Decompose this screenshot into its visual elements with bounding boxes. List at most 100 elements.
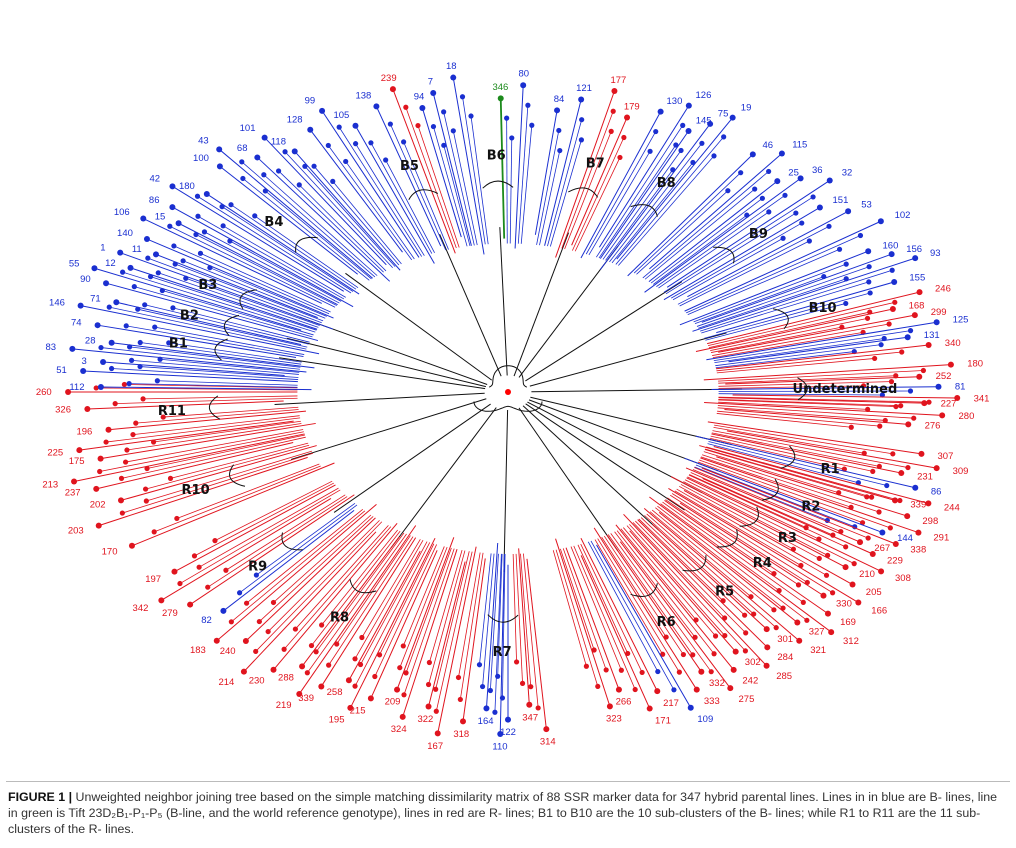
leaf-label: 210 [859, 569, 875, 580]
leaf-branch [655, 507, 784, 609]
inner-branch [333, 403, 491, 513]
leaf-node [692, 634, 698, 640]
leaf-label: 82 [201, 615, 212, 626]
leaf-branch [204, 231, 340, 304]
leaf-branch [694, 276, 824, 325]
leaf-branch [321, 529, 398, 626]
leaf-node [154, 378, 160, 384]
leaf-node [606, 703, 613, 710]
inner-branch [499, 227, 508, 376]
leaf-node [216, 163, 223, 170]
inner-branch [529, 332, 727, 387]
leaf-label: 242 [742, 676, 758, 687]
leaf-label: 166 [871, 605, 887, 616]
leaf-branch [713, 330, 911, 362]
leaf-node [97, 383, 104, 390]
leaf-node [256, 618, 262, 625]
cluster-brace [780, 445, 796, 469]
leaf-node [794, 619, 801, 626]
leaf-node [954, 395, 961, 402]
leaf-branch [716, 281, 895, 334]
leaf-branch [231, 510, 366, 623]
leaf-node [399, 713, 406, 720]
leaf-node [253, 572, 259, 578]
leaf-node [95, 522, 102, 529]
leaf-label: 252 [936, 371, 952, 382]
leaf-branch [72, 348, 307, 373]
leaf-branch [392, 89, 456, 254]
leaf-label: 86 [931, 487, 942, 498]
leaf-branch [172, 206, 354, 308]
leaf-label: 312 [843, 636, 859, 647]
leaf-branch [370, 550, 438, 699]
leaf-node [525, 102, 531, 108]
leaf-branch [173, 245, 330, 315]
leaf-branch [143, 395, 298, 400]
leaf-node [307, 126, 314, 133]
leaf-branch [638, 518, 724, 602]
leaf-branch [725, 376, 920, 385]
leaf-node [112, 401, 118, 407]
leaf-branch [403, 548, 455, 695]
leaf-node [608, 128, 614, 134]
leaf-node [296, 690, 303, 697]
inner-branch [513, 232, 570, 377]
leaf-node [108, 339, 115, 346]
leaf-label: 169 [840, 617, 856, 628]
leaf-branch [711, 386, 939, 390]
leaf-node [127, 344, 133, 350]
leaf-branch [131, 359, 299, 375]
leaf-branch [657, 505, 808, 621]
leaf-label: 171 [655, 716, 671, 727]
leaf-label: 209 [385, 697, 401, 708]
leaf-node [742, 648, 748, 654]
leaf-node [578, 96, 585, 103]
leaf-branch [715, 351, 855, 369]
leaf-node [394, 686, 401, 693]
leaf-node [304, 670, 310, 676]
leaf-label: 160 [883, 241, 899, 252]
leaf-node [693, 686, 700, 693]
leaf-branch [140, 342, 302, 365]
leaf-node [167, 223, 173, 229]
leaf-node [529, 122, 535, 128]
leaf-node [319, 107, 326, 114]
leaf-label: 324 [391, 724, 407, 735]
leaf-node [687, 704, 694, 711]
leaf-label: 239 [381, 73, 397, 84]
leaf-branch [83, 370, 298, 383]
leaf-node [804, 617, 810, 623]
leaf-branch [311, 530, 401, 646]
leaf-node [487, 687, 493, 694]
leaf-node [103, 280, 110, 287]
leaf-branch [649, 153, 783, 270]
leaf-branch [561, 111, 614, 249]
leaf-node [857, 539, 864, 546]
leaf-node [685, 102, 692, 109]
leaf-node [270, 666, 277, 673]
leaf-branch [462, 96, 486, 245]
leaf-node [907, 388, 914, 394]
cluster-brace [682, 555, 707, 572]
leaf-branch [140, 366, 299, 378]
leaf-node [933, 319, 940, 326]
leaf-branch [555, 549, 599, 687]
cluster-brace [568, 187, 599, 198]
leaf-node [855, 599, 862, 606]
leaf-branch [370, 142, 433, 254]
leaf-branch [399, 546, 448, 668]
leaf-node [824, 610, 831, 617]
leaf-node [397, 665, 403, 671]
leaf-node [140, 396, 146, 402]
leaf-node [766, 168, 772, 175]
leaf-node [123, 323, 129, 329]
leaf-branch [523, 553, 539, 708]
leaf-branch [707, 301, 895, 347]
leaf-node [535, 705, 541, 711]
leaf-branch [179, 489, 341, 584]
leaf-branch [120, 252, 334, 330]
leaf-node [275, 168, 282, 174]
leaf-branch [245, 517, 376, 642]
leaf-branch [111, 368, 299, 380]
leaf-node [759, 195, 765, 201]
